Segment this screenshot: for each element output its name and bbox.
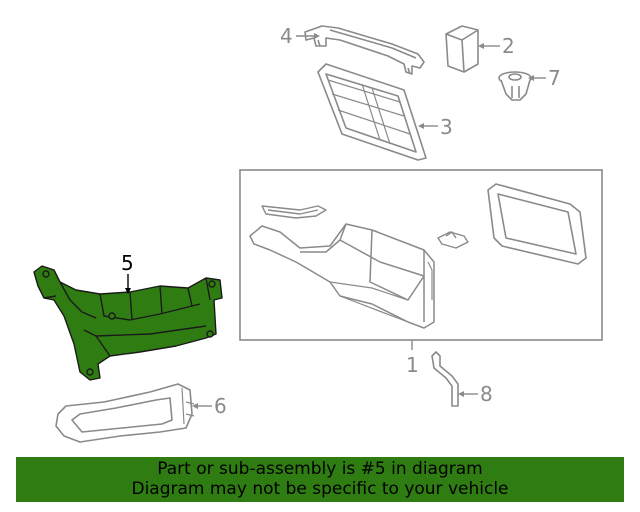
part-5-bolt-b (208, 280, 216, 288)
part-5-bolt-a (42, 270, 50, 278)
part-small-clip (437, 231, 469, 249)
banner-line-2: Diagram may not be specific to your vehi… (131, 479, 509, 499)
assembly-1-frame (239, 169, 603, 341)
part-5-bolt-e (206, 330, 214, 338)
callout-5-arrow (125, 288, 131, 294)
part-4-bracket[interactable] (304, 25, 425, 75)
callout-3-label: 3 (440, 115, 453, 139)
part-8-hose[interactable] (431, 351, 459, 407)
callout-7-label: 7 (548, 66, 561, 90)
part-5-detail-lines (43, 277, 211, 357)
callout-2-arrow (478, 43, 484, 49)
callout-8-arrow (458, 391, 464, 397)
callout-4-arrow (314, 33, 320, 39)
callout-6-arrow (192, 403, 198, 409)
part-5-bolt-d (86, 368, 94, 376)
callout-1-label: 1 (406, 353, 419, 377)
callout-8-label: 8 (480, 382, 493, 406)
callout-7-arrow (528, 75, 534, 81)
part-gasket (487, 183, 587, 265)
part-housing (249, 223, 435, 329)
callout-6-label: 6 (214, 394, 227, 418)
callout-4-label: 4 (280, 24, 293, 48)
part-6-duct[interactable] (55, 383, 195, 443)
part-5-bolt-c (108, 312, 116, 320)
banner-line-1: Part or sub-assembly is #5 in diagram (157, 459, 483, 479)
part-trim-strip (261, 205, 327, 219)
parts-diagram: 4 2 7 3 (33, 24, 603, 443)
callout-2-label: 2 (502, 34, 515, 58)
callout-5-label: 5 (121, 251, 134, 275)
callout-3-arrow (418, 123, 424, 129)
info-banner: Part or sub-assembly is #5 in diagram Di… (16, 457, 624, 502)
part-3-filter[interactable] (317, 63, 427, 161)
part-2-block[interactable] (445, 25, 479, 73)
part-7-clip[interactable] (498, 71, 532, 101)
part-5-highlighted[interactable] (33, 265, 223, 381)
